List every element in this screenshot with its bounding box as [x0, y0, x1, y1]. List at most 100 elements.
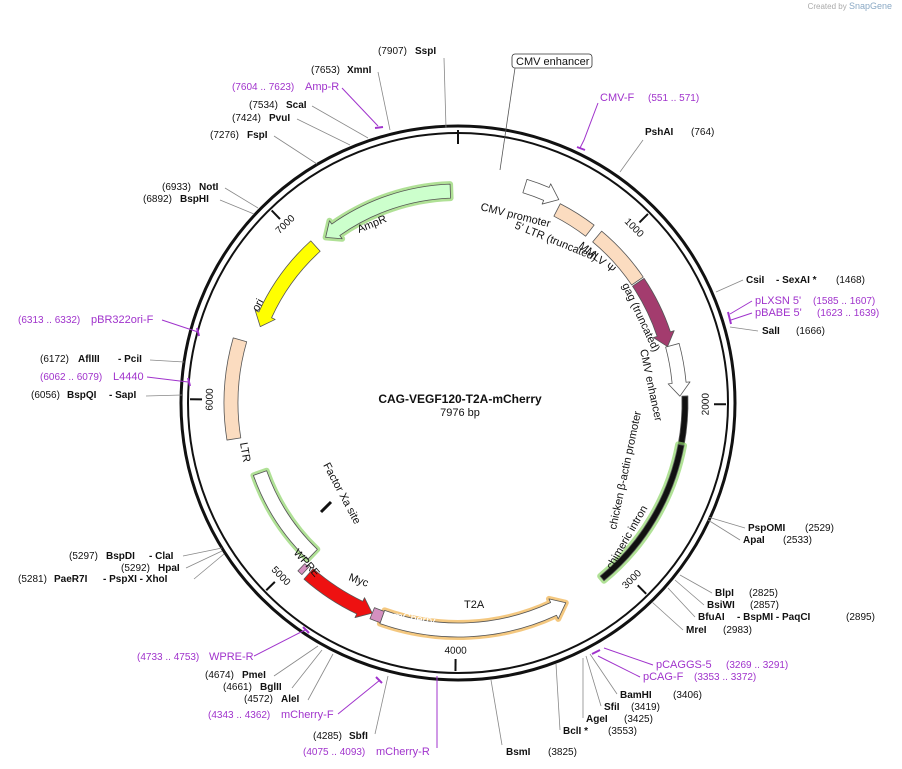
cut-site-position: (7276)	[210, 130, 239, 141]
cut-site-label: CsiI	[746, 275, 765, 286]
cut-site-pvui[interactable]: (7424)PvuI	[232, 113, 290, 124]
feature-t2a[interactable]	[369, 607, 385, 624]
primer-label: mCherry-F	[281, 709, 334, 721]
cut-site-position: (4661)	[223, 682, 252, 693]
cut-site-label: AflIII	[78, 354, 100, 365]
feature-cmv-promoter[interactable]	[522, 179, 560, 205]
cut-site-label: XmnI	[347, 65, 372, 76]
cut-site-sspi[interactable]: (7907)SspI	[378, 46, 436, 57]
cut-site-position: (2529)	[805, 523, 834, 534]
cut-site-pspomi[interactable]: PspOMI(2529)	[748, 523, 834, 534]
tick-mark	[265, 581, 276, 591]
cut-site-pmei[interactable]: (4674)PmeI	[205, 670, 266, 681]
feature-mmlv-psi[interactable]	[592, 230, 644, 286]
primer-range: (551 .. 571)	[648, 93, 699, 104]
cut-site-bspdi[interactable]: (5297)BspDI- ClaI	[69, 551, 174, 562]
primer-label: pBABE 5'	[755, 307, 802, 319]
primer-mcherry-f[interactable]: (4343 .. 4362)mCherry-F	[208, 709, 334, 721]
feature-cds[interactable]	[379, 598, 567, 638]
cut-site-label: AgeI	[586, 714, 608, 725]
cut-site-bsphi[interactable]: (6892)BspHI	[143, 194, 209, 205]
cut-site-afliii[interactable]: (6172)AflIII- PciI	[40, 354, 142, 365]
primer-cmv-f[interactable]: CMV-F (551 .. 571)	[600, 92, 699, 104]
cut-site-label: SalI	[762, 326, 780, 337]
cut-site-noti[interactable]: (6933)NotI	[162, 182, 219, 193]
cut-site-fspi[interactable]: (7276)FspI	[210, 130, 268, 141]
cut-site-label: MreI	[686, 625, 707, 636]
created-by-text: Created by	[807, 2, 847, 11]
primer-mcherry-r[interactable]: (4075 .. 4093)mCherry-R	[303, 746, 430, 758]
cut-site-csii[interactable]: CsiI- SexAI *(1468)	[746, 275, 865, 286]
cut-site-mrei[interactable]: MreI(2983)	[686, 625, 752, 636]
cut-site-sbfi[interactable]: (4285)SbfI	[313, 731, 368, 742]
feature-wpre[interactable]	[253, 470, 318, 560]
primer-label: CMV-F	[600, 92, 635, 104]
cut-site-label: BspQI	[67, 390, 97, 401]
cmv-enhancer-box[interactable]	[511, 53, 593, 69]
cut-site-hpai[interactable]: (5292)HpaI	[121, 563, 180, 574]
cut-site-bfuai[interactable]: BfuAI- BspMI - PaqCI(2895)	[698, 612, 875, 623]
feature-ltr-5[interactable]	[553, 203, 595, 237]
primer-pcaggs[interactable]: pCAGGS-5(3269 .. 3291)	[656, 659, 788, 671]
primer-amp-r[interactable]: (7604 .. 7623)Amp-R	[232, 81, 339, 93]
primer-pbabe[interactable]: pBABE 5'(1623 .. 1639)	[755, 307, 879, 319]
primer-l4440[interactable]: (6062 .. 6079)L4440	[40, 371, 144, 383]
plasmid-length: 7976 bp	[440, 407, 480, 419]
primer-wpre-r[interactable]: (4733 .. 4753)WPRE-R	[137, 651, 254, 663]
cut-site-paer7i[interactable]: (5281)PaeR7I- PspXI - XhoI	[18, 574, 168, 585]
cut-site-position: (5297)	[69, 551, 98, 562]
primer-range: (4733 .. 4753)	[137, 652, 199, 663]
cut-site-alei[interactable]: (4572)AleI	[244, 694, 300, 705]
primer-range: (3269 .. 3291)	[726, 660, 788, 671]
cut-site-position: (4285)	[313, 731, 342, 742]
cut-site-apai[interactable]: ApaI(2533)	[743, 535, 812, 546]
cut-site-bsiwi[interactable]: BsiWI(2857)	[707, 600, 779, 611]
primer-pbr322ori-f[interactable]: (6313 .. 6332)pBR322ori-F	[18, 314, 154, 326]
cut-site-position: (6892)	[143, 194, 172, 205]
primer-plxsn[interactable]: pLXSN 5'(1585 .. 1607)	[755, 295, 875, 307]
primers-group: CMV-F (551 .. 571) pLXSN 5'(1585 .. 1607)…	[18, 81, 879, 758]
cut-site-position: (2825)	[749, 588, 778, 599]
cut-site-label: BamHI	[620, 690, 652, 701]
feature-cmv-enhancer[interactable]	[665, 343, 691, 397]
cut-site-bglii[interactable]: (4661)BglII	[223, 682, 282, 693]
cut-site-xmni[interactable]: (7653)XmnI	[311, 65, 372, 76]
feature-chicken-promoter[interactable]	[677, 395, 689, 446]
feature-gag[interactable]	[632, 277, 675, 347]
cut-site-bamhi[interactable]: BamHI(3406)	[620, 690, 702, 701]
cut-site-sali[interactable]: SalI(1666)	[762, 326, 825, 337]
cut-site-pshai[interactable]: PshAI(764)	[645, 127, 714, 138]
cut-site-bsmi[interactable]: BsmI(3825)	[506, 747, 577, 758]
feature-mcherry[interactable]	[303, 568, 373, 618]
feature-myc[interactable]	[297, 563, 310, 576]
factor-xa-label: Factor Xa site	[320, 461, 362, 527]
cut-site-bcli[interactable]: BclI *(3553)	[563, 726, 637, 737]
cut-site-scai[interactable]: (7534)ScaI	[249, 100, 307, 111]
cut-site-label: SspI	[415, 46, 436, 57]
cut-site-label: PshAI	[645, 127, 674, 138]
primer-pcag-f[interactable]: pCAG-F(3353 .. 3372)	[643, 671, 756, 683]
cut-site-position: (6056)	[31, 390, 60, 401]
cut-site-blpi[interactable]: BlpI(2825)	[715, 588, 778, 599]
feature-factor-xa[interactable]	[319, 500, 333, 514]
cut-site-label: SfiI	[604, 702, 620, 713]
feature-ampr[interactable]	[325, 183, 451, 240]
tick-mark	[638, 213, 649, 224]
cut-site-label: ScaI	[286, 100, 307, 111]
cut-site-bspqi[interactable]: (6056)BspQI- SapI	[31, 390, 136, 401]
cut-site-sfii[interactable]: SfiI(3419)	[604, 702, 660, 713]
cut-site-position: (3425)	[624, 714, 653, 725]
cut-site-agei[interactable]: AgeI (3425)	[586, 714, 653, 725]
cut-site-position: (3825)	[548, 747, 577, 758]
cut-site-label: HpaI	[158, 563, 180, 574]
cmv-enhancer-leader	[499, 67, 516, 171]
cut-site-position: (4674)	[205, 670, 234, 681]
t2a-label: T2A	[464, 599, 485, 611]
cut-site-position: (6933)	[162, 182, 191, 193]
feature-ori[interactable]	[254, 240, 321, 327]
tick-mark	[270, 209, 281, 220]
cut-sites-right: BsmI(3825) PshAI(764) CsiI- SexAI *(1468…	[490, 127, 875, 758]
feature-ltr-3[interactable]	[223, 337, 248, 441]
feature-chimeric-intron[interactable]	[599, 444, 685, 582]
